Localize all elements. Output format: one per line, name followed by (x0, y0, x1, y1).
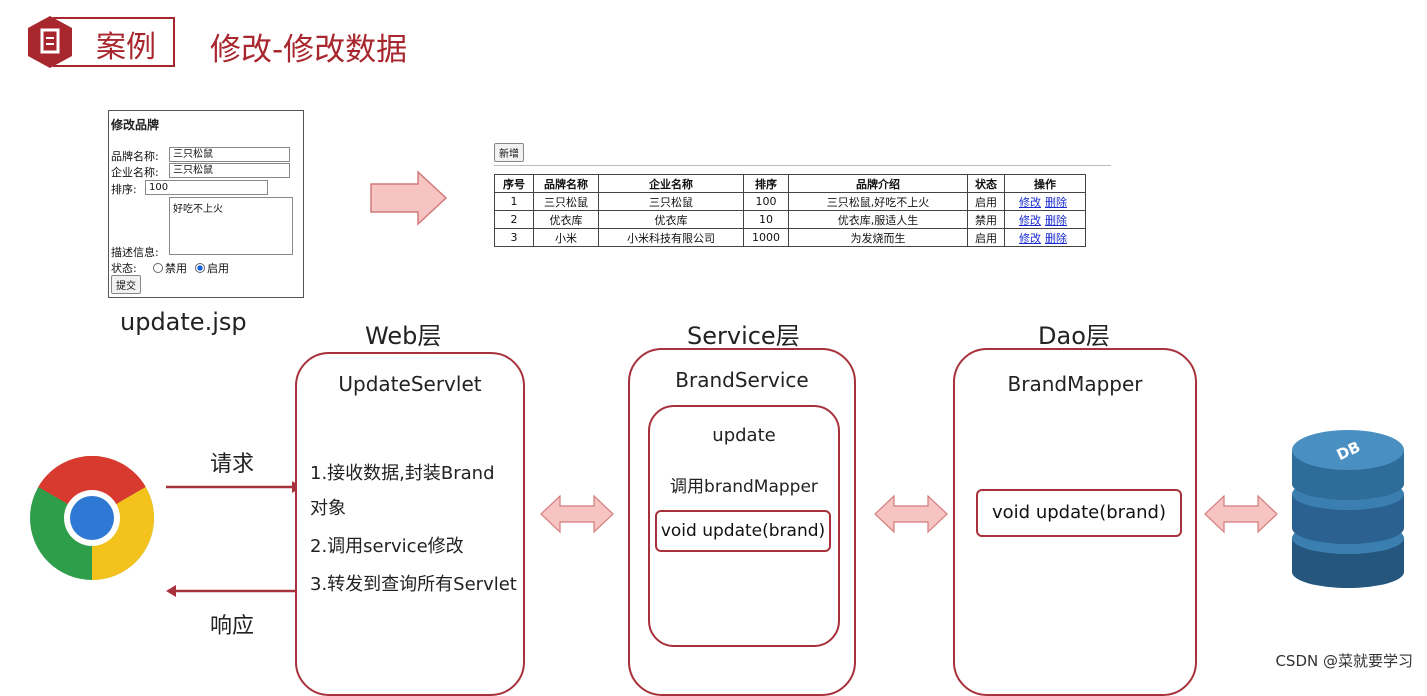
response-arrow-icon (166, 585, 302, 597)
request-arrow-icon (166, 481, 302, 493)
call-mapper-text: 调用brandMapper (670, 477, 818, 497)
cell: 小米科技有限公司 (598, 228, 744, 247)
delete-link[interactable]: 删除 (1045, 213, 1067, 227)
case-label: 案例 (96, 30, 156, 65)
status-label: 状态: (111, 262, 137, 275)
actions-cell: 修改删除 (1004, 210, 1086, 229)
table-row: 2 优衣库 优衣库 10 优衣库,服适人生 禁用 修改删除 (494, 210, 1086, 229)
edit-link[interactable]: 修改 (1019, 213, 1041, 227)
dao-layer-title: Dao层 (1038, 322, 1110, 350)
brand-name-label: 品牌名称: (111, 150, 159, 163)
cell: 1000 (743, 228, 789, 247)
service-update-signature: void update(brand) (655, 510, 831, 552)
web-layer-title: Web层 (365, 322, 442, 350)
double-arrow-icon (540, 494, 614, 534)
table-row: 3 小米 小米科技有限公司 1000 为发烧而生 启用 修改删除 (494, 228, 1086, 247)
cell: 1 (494, 192, 534, 211)
cell: 三只松鼠,好吃不上火 (788, 192, 968, 211)
cell: 三只松鼠 (598, 192, 744, 211)
cell: 2 (494, 210, 534, 229)
update-servlet-title: UpdateServlet (338, 372, 482, 396)
step-1-text: 1.接收数据,封装Brand (310, 463, 495, 484)
response-label: 响应 (210, 614, 255, 639)
company-name-label: 企业名称: (111, 166, 159, 179)
status-disabled-radio[interactable]: 禁用 (153, 260, 187, 276)
cell: 禁用 (967, 210, 1005, 229)
step-1-continued: 对象 (310, 498, 346, 519)
right-arrow-icon (370, 170, 448, 226)
double-arrow-icon (874, 494, 948, 534)
actions-cell: 修改删除 (1004, 192, 1086, 211)
chrome-browser-icon (30, 455, 155, 580)
table-row: 1 三只松鼠 三只松鼠 100 三只松鼠,好吃不上火 启用 修改删除 (494, 192, 1086, 211)
dao-update-signature: void update(brand) (976, 489, 1182, 537)
delete-link[interactable]: 删除 (1045, 231, 1067, 245)
col-header: 状态 (967, 174, 1005, 193)
service-layer-title: Service层 (687, 322, 800, 350)
col-header: 排序 (743, 174, 789, 193)
cell: 优衣库 (598, 210, 744, 229)
order-label: 排序: (111, 183, 137, 196)
col-header: 企业名称 (598, 174, 744, 193)
status-enabled-radio[interactable]: 启用 (195, 260, 229, 276)
cell: 小米 (533, 228, 599, 247)
submit-button[interactable]: 提交 (111, 275, 141, 294)
brand-service-title: BrandService (675, 368, 809, 392)
cell: 优衣库,服适人生 (788, 210, 968, 229)
cell: 优衣库 (533, 210, 599, 229)
step-3-text: 3.转发到查询所有Servlet (310, 574, 517, 595)
col-header: 操作 (1004, 174, 1086, 193)
cell: 启用 (967, 192, 1005, 211)
table-header-row: 序号 品牌名称 企业名称 排序 品牌介绍 状态 操作 (494, 174, 1086, 193)
cell: 三只松鼠 (533, 192, 599, 211)
col-header: 品牌介绍 (788, 174, 968, 193)
double-arrow-icon (1204, 494, 1278, 534)
cell: 启用 (967, 228, 1005, 247)
actions-cell: 修改删除 (1004, 228, 1086, 247)
cell: 10 (743, 210, 789, 229)
brand-mapper-title: BrandMapper (1007, 372, 1143, 396)
watermark: CSDN @菜就要学习 (1275, 652, 1413, 670)
update-method-title: update (712, 425, 776, 446)
edit-link[interactable]: 修改 (1019, 195, 1041, 209)
col-header: 品牌名称 (533, 174, 599, 193)
form-title: 修改品牌 (111, 118, 160, 132)
database-icon: DB (1292, 430, 1404, 588)
company-name-input[interactable]: 三只松鼠 (169, 163, 290, 178)
cell: 为发烧而生 (788, 228, 968, 247)
brand-name-input[interactable]: 三只松鼠 (169, 147, 290, 162)
brand-table: 序号 品牌名称 企业名称 排序 品牌介绍 状态 操作 1 三只松鼠 三只松鼠 1… (494, 174, 1086, 247)
add-button[interactable]: 新增 (494, 143, 524, 162)
edit-link[interactable]: 修改 (1019, 231, 1041, 245)
step-2-text: 2.调用service修改 (310, 536, 464, 557)
radio-checked-icon (195, 263, 205, 273)
description-label: 描述信息: (111, 246, 159, 259)
divider (494, 165, 1111, 166)
delete-link[interactable]: 删除 (1045, 195, 1067, 209)
description-textarea[interactable]: 好吃不上火 (169, 197, 293, 255)
order-input[interactable]: 100 (145, 180, 268, 195)
radio-icon (153, 263, 163, 273)
cell: 3 (494, 228, 534, 247)
request-label: 请求 (210, 452, 255, 477)
update-form: 修改品牌 品牌名称: 三只松鼠 企业名称: 三只松鼠 排序: 100 好吃不上火… (108, 110, 304, 298)
web-layer-box (295, 352, 525, 696)
case-badge (28, 16, 175, 68)
page-title: 修改-修改数据 (210, 32, 408, 68)
col-header: 序号 (494, 174, 534, 193)
form-caption: update.jsp (120, 308, 247, 336)
cell: 100 (743, 192, 789, 211)
